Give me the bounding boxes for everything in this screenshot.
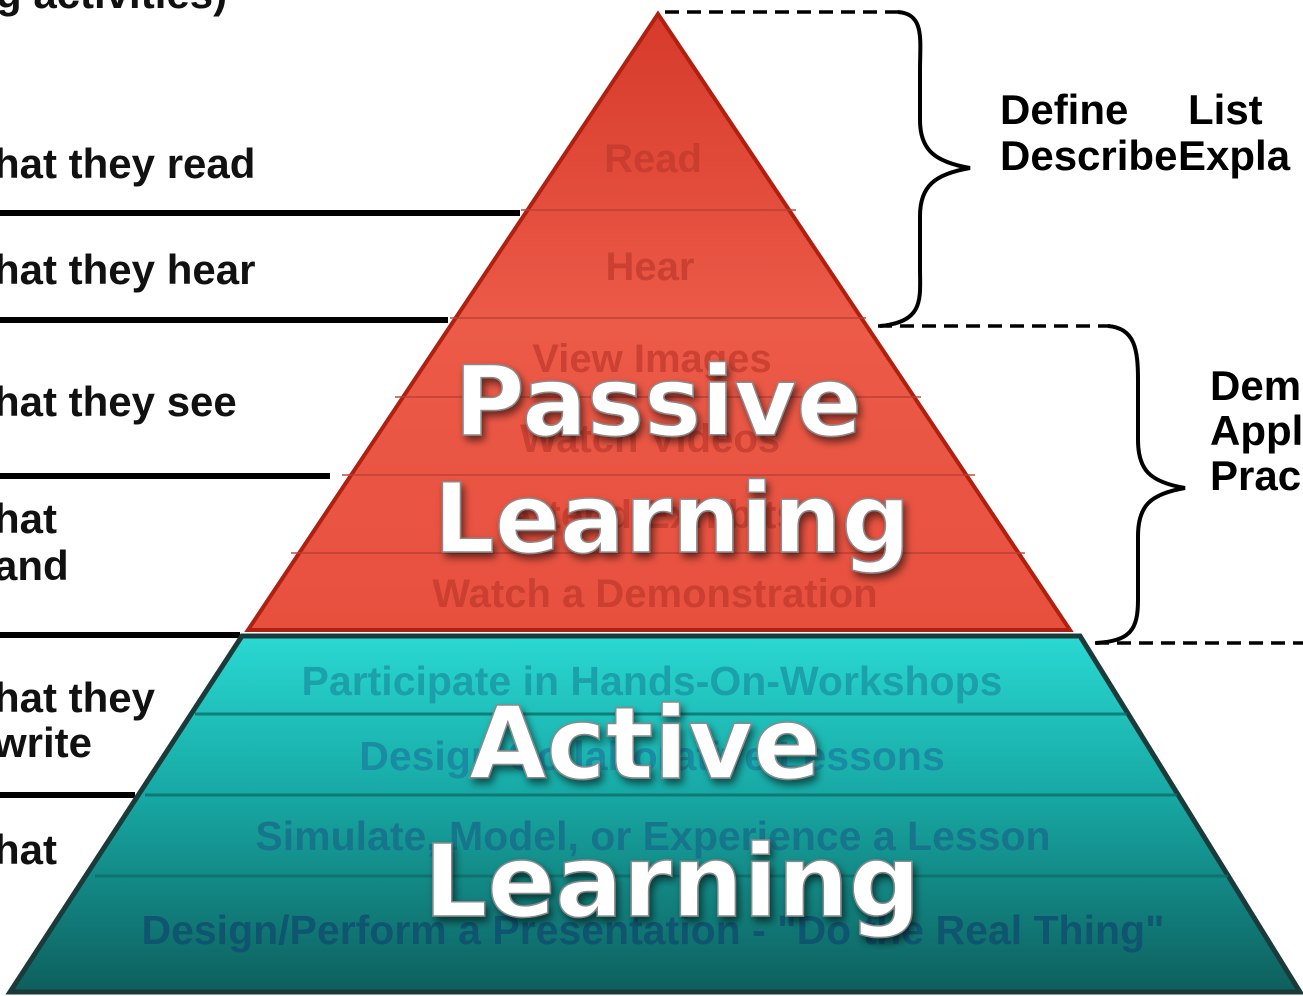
passive-title-line2: Learning <box>434 463 911 575</box>
layer-read: Read <box>604 137 702 181</box>
left-label-do-1: hat <box>0 826 57 873</box>
layer-watch-videos: Watch Videos <box>520 417 780 461</box>
right-label-apply: Appl <box>1210 407 1303 454</box>
layer-watch-demonstration: Watch a Demonstration <box>432 572 877 616</box>
title-fragment: g activities) <box>0 0 227 17</box>
left-label-write-2: write <box>0 719 92 766</box>
right-label-list: List <box>1188 86 1263 133</box>
layer-attend-exhibits: Attend Exhibits <box>505 493 798 537</box>
active-section <box>5 633 1303 995</box>
right-label-explain: Expla <box>1178 132 1291 179</box>
left-label-see: hat they see <box>0 378 237 425</box>
middle-brace <box>1095 324 1186 645</box>
right-label-define: Define <box>1000 86 1128 133</box>
active-layer-dividers <box>95 712 1228 878</box>
top-brace <box>879 10 971 328</box>
layer-simulate-model: Simulate, Model, or Experience a Lesson <box>255 813 1050 859</box>
passive-layer-dividers <box>291 209 1025 554</box>
left-label-understand-2: and <box>0 542 69 589</box>
right-label-demonstrate: Dem <box>1210 362 1301 409</box>
active-title-line2: Learning <box>424 823 921 940</box>
layer-collaborative-lessons: Design Collaborative Lessons <box>359 733 945 779</box>
left-label-understand-1: hat <box>0 495 57 542</box>
layer-perform-presentation: Design/Perform a Presentation - "Do the … <box>141 907 1164 953</box>
layer-hands-on-workshops: Participate in Hands-On-Workshops <box>302 658 1003 704</box>
left-label-read: hat they read <box>0 140 255 187</box>
right-dashed-lines <box>665 10 1303 645</box>
left-divider-lines <box>0 210 520 798</box>
right-label-describe: Describe <box>1000 132 1177 179</box>
layer-view-images: View Images <box>532 337 771 381</box>
right-label-practice: Prac <box>1210 452 1301 499</box>
left-label-hear: hat they hear <box>0 246 255 293</box>
layer-hear: Hear <box>606 245 695 289</box>
passive-title-line1: Passive <box>454 346 861 458</box>
active-title-line1: Active <box>469 685 821 802</box>
left-label-write-1: hat they <box>0 674 156 721</box>
